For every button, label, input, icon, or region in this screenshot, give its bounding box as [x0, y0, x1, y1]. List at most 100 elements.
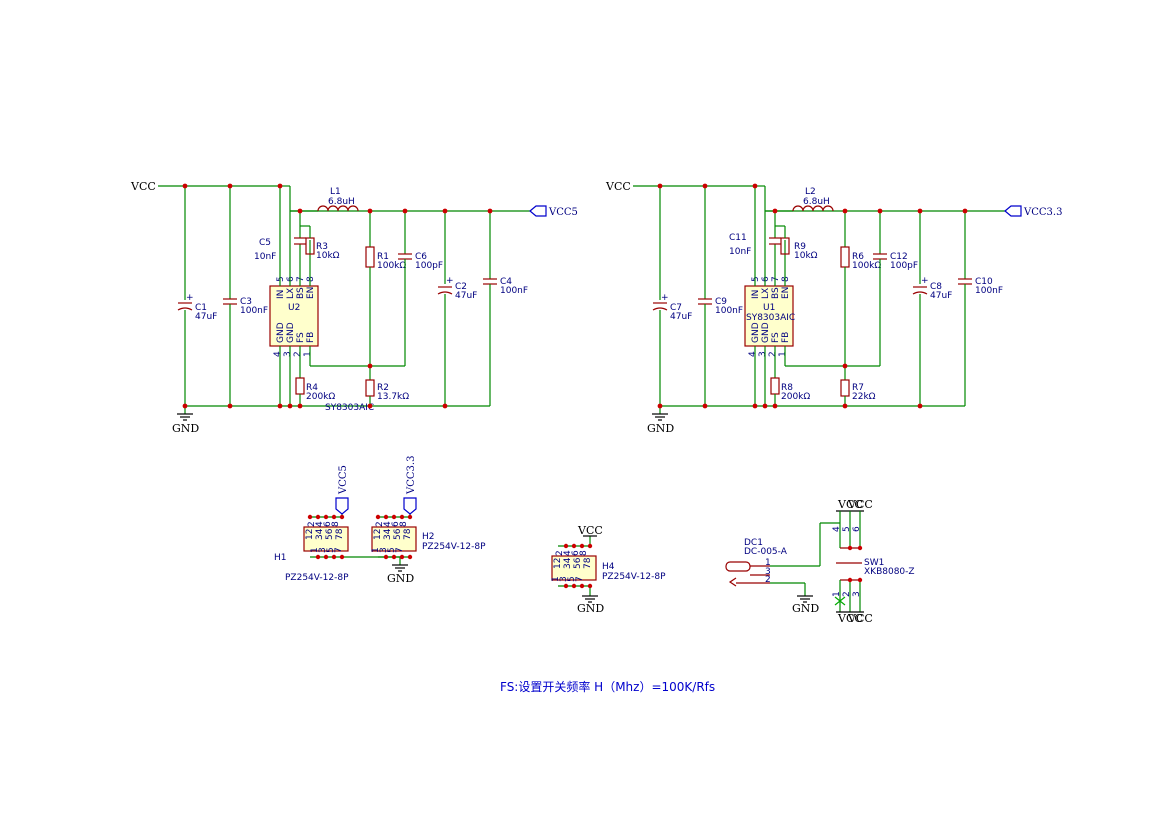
svg-text:2: 2: [375, 521, 385, 527]
svg-text:GND: GND: [751, 322, 761, 343]
svg-text:1: 1: [765, 558, 771, 568]
svg-text:GND: GND: [276, 322, 286, 343]
vcc5-flag: [529, 205, 547, 217]
svg-text:FS: FS: [296, 332, 306, 343]
r9-value: 10kΩ: [794, 251, 818, 261]
svg-text:FS: FS: [771, 332, 781, 343]
svg-text:3: 3: [559, 576, 569, 582]
svg-text:EN: EN: [781, 287, 791, 299]
dc-jack-dc1: DC1 DC-005-A 1 3 2 GND: [725, 522, 840, 615]
dc1-value: DC-005-A: [744, 547, 788, 557]
svg-text:7: 7: [575, 576, 585, 582]
svg-text:4: 4: [273, 351, 283, 357]
r4-value: 200kΩ: [306, 392, 335, 402]
svg-text:3: 3: [379, 547, 389, 553]
c4-ref: C4: [500, 277, 512, 287]
svg-text:1: 1: [371, 547, 381, 553]
h4-gnd: GND: [577, 602, 604, 615]
svg-text:5: 5: [751, 276, 761, 282]
switch-sw1: VCC VCC 4 5 6 SW1 XKB8080-Z 1 2 3 VCC VC…: [832, 498, 915, 625]
c11-value: 10nF: [729, 247, 751, 257]
r2-ref: R2: [377, 383, 389, 393]
svg-text:12: 12: [553, 558, 563, 569]
l2-ref: L2: [805, 187, 816, 197]
h4-vcc: VCC: [577, 524, 603, 537]
header-h2: 2 4 6 8 12 34 56 78 1 3 5 7 VCC3.3 GND H…: [371, 456, 486, 585]
svg-text:7: 7: [334, 547, 344, 553]
h1-ref: H1: [274, 553, 287, 563]
svg-text:6: 6: [852, 526, 862, 532]
left-regulator: VCC + C1 47uF C3 100nF U2 SY8303AIC IN L…: [130, 180, 578, 435]
c2-ref: C2: [455, 282, 467, 292]
c5-value: 10nF: [254, 252, 276, 262]
c9-value: 100nF: [715, 306, 743, 316]
c12-value: 100pF: [890, 261, 918, 271]
svg-text:GND: GND: [761, 322, 771, 343]
c6-value: 100pF: [415, 261, 443, 271]
c8-ref: C8: [930, 282, 942, 292]
h4-value: PZ254V-12-8P: [602, 572, 666, 582]
svg-text:1: 1: [303, 351, 313, 357]
c5-ref: C5: [259, 238, 271, 248]
design-note: FS:设置开关频率 H（Mhz）=100K/Rfs: [500, 679, 715, 694]
svg-text:2: 2: [842, 591, 852, 597]
c11-ref: C11: [729, 233, 747, 243]
r2-value: 13.7kΩ: [377, 392, 409, 402]
r8-ref: R8: [781, 383, 793, 393]
svg-text:1: 1: [778, 351, 788, 357]
c1-ref: C1: [195, 303, 207, 313]
svg-text:7: 7: [296, 276, 306, 282]
svg-text:8: 8: [399, 521, 409, 527]
svg-text:2: 2: [293, 351, 303, 357]
svg-text:56: 56: [393, 528, 403, 540]
svg-text:8: 8: [306, 276, 316, 282]
svg-text:34: 34: [563, 557, 573, 569]
svg-text:78: 78: [335, 528, 345, 540]
vcc33-flag: [1004, 205, 1022, 217]
u1-value: SY8303AIC: [746, 313, 795, 323]
r4-ref: R4: [306, 383, 318, 393]
svg-text:1: 1: [832, 591, 842, 597]
svg-text:BS: BS: [771, 287, 781, 299]
h2-net: VCC3.3: [406, 456, 417, 495]
svg-text:56: 56: [325, 528, 335, 540]
svg-text:5: 5: [276, 276, 286, 282]
right-gnd-label: GND: [647, 422, 674, 435]
c2-value: 47uF: [455, 291, 477, 301]
svg-text:34: 34: [315, 528, 325, 540]
c3-value: 100nF: [240, 306, 268, 316]
u2-chip: [269, 285, 319, 347]
dc1-gnd: GND: [792, 602, 819, 615]
c4-value: 100nF: [500, 286, 528, 296]
svg-text:3: 3: [283, 351, 293, 357]
c10-ref: C10: [975, 277, 993, 287]
svg-text:EN: EN: [306, 287, 316, 299]
r6-value: 100kΩ: [852, 261, 881, 271]
svg-text:78: 78: [403, 528, 413, 540]
c9-ref: C9: [715, 297, 727, 307]
svg-text:56: 56: [573, 557, 583, 569]
svg-text:4: 4: [315, 521, 325, 527]
svg-text:7: 7: [395, 547, 405, 553]
h2-value: PZ254V-12-8P: [422, 542, 486, 552]
svg-text:5: 5: [326, 547, 336, 553]
h4-ref: H4: [602, 562, 615, 572]
c3-ref: C3: [240, 297, 252, 307]
svg-text:3: 3: [318, 547, 328, 553]
left-out-label: VCC5: [548, 207, 578, 218]
svg-text:8: 8: [781, 276, 791, 282]
r9-ref: R9: [794, 242, 806, 252]
svg-text:6: 6: [391, 521, 401, 527]
c7-value: 47uF: [670, 312, 692, 322]
svg-text:5: 5: [567, 576, 577, 582]
right-regulator: VCC + C7 47uF C9 100nF U1 SY8303AIC IN L…: [605, 180, 1062, 435]
left-vcc-label: VCC: [130, 180, 156, 193]
c10-value: 100nF: [975, 286, 1003, 296]
svg-text:34: 34: [383, 528, 393, 540]
h2-gnd: GND: [387, 572, 414, 585]
svg-text:5: 5: [842, 526, 852, 532]
h1-value: PZ254V-12-8P: [285, 573, 349, 583]
svg-text:2: 2: [307, 521, 317, 527]
svg-text:8: 8: [331, 521, 341, 527]
r8-value: 200kΩ: [781, 392, 810, 402]
